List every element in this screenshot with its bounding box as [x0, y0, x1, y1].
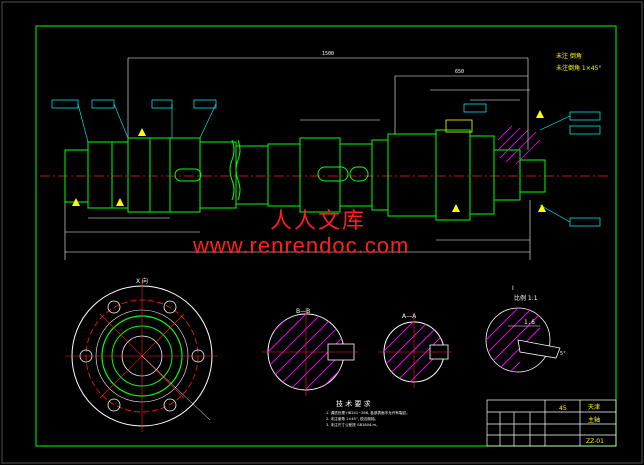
section-a	[378, 316, 452, 388]
detail-dim: 1.6	[524, 319, 535, 326]
title-company: 天津	[588, 404, 600, 411]
title-part-name: 主轴	[588, 416, 600, 424]
datum-markers	[72, 110, 546, 212]
shaft-end-hatch	[497, 125, 541, 165]
tech-title: 技 术 要 求	[336, 399, 371, 408]
note-chamfer-title: 未注 倒角	[556, 52, 582, 60]
top-dimensions	[127, 57, 530, 150]
title-block	[486, 399, 617, 447]
tech-line-3: 3. 未注尺寸公差按 GB1804-m。	[326, 422, 380, 427]
section-a-label: A—A	[402, 313, 417, 320]
section-b	[262, 308, 358, 396]
tech-line-1: 1. 调质处理 HB241~286, 各部表面不允许有裂纹。	[326, 410, 410, 415]
key-block	[445, 119, 473, 133]
tolerance-leaders	[77, 103, 571, 223]
bottom-dimensions	[64, 200, 531, 260]
tech-line-2: 2. 未注倒角 1×45°, 锐边倒钝。	[326, 416, 378, 421]
detail-angle: 5°	[560, 351, 566, 357]
note-chamfer: 未注倒角 1×45°	[556, 64, 601, 72]
detail-label: I	[512, 285, 514, 292]
title-drawing-no: ZZ-01	[586, 438, 604, 445]
tolerance-frames	[51, 99, 601, 227]
dim-right-span: 650	[455, 69, 464, 75]
shaft-profile	[64, 129, 546, 221]
detail-scale: 比例 1:1	[514, 294, 538, 302]
flange-view	[66, 280, 218, 432]
drawing-border	[35, 25, 617, 447]
section-b-label: B—B	[296, 308, 310, 315]
title-material: 45	[559, 405, 567, 412]
dim-overall: 1500	[322, 51, 334, 57]
detail-view	[485, 307, 561, 373]
